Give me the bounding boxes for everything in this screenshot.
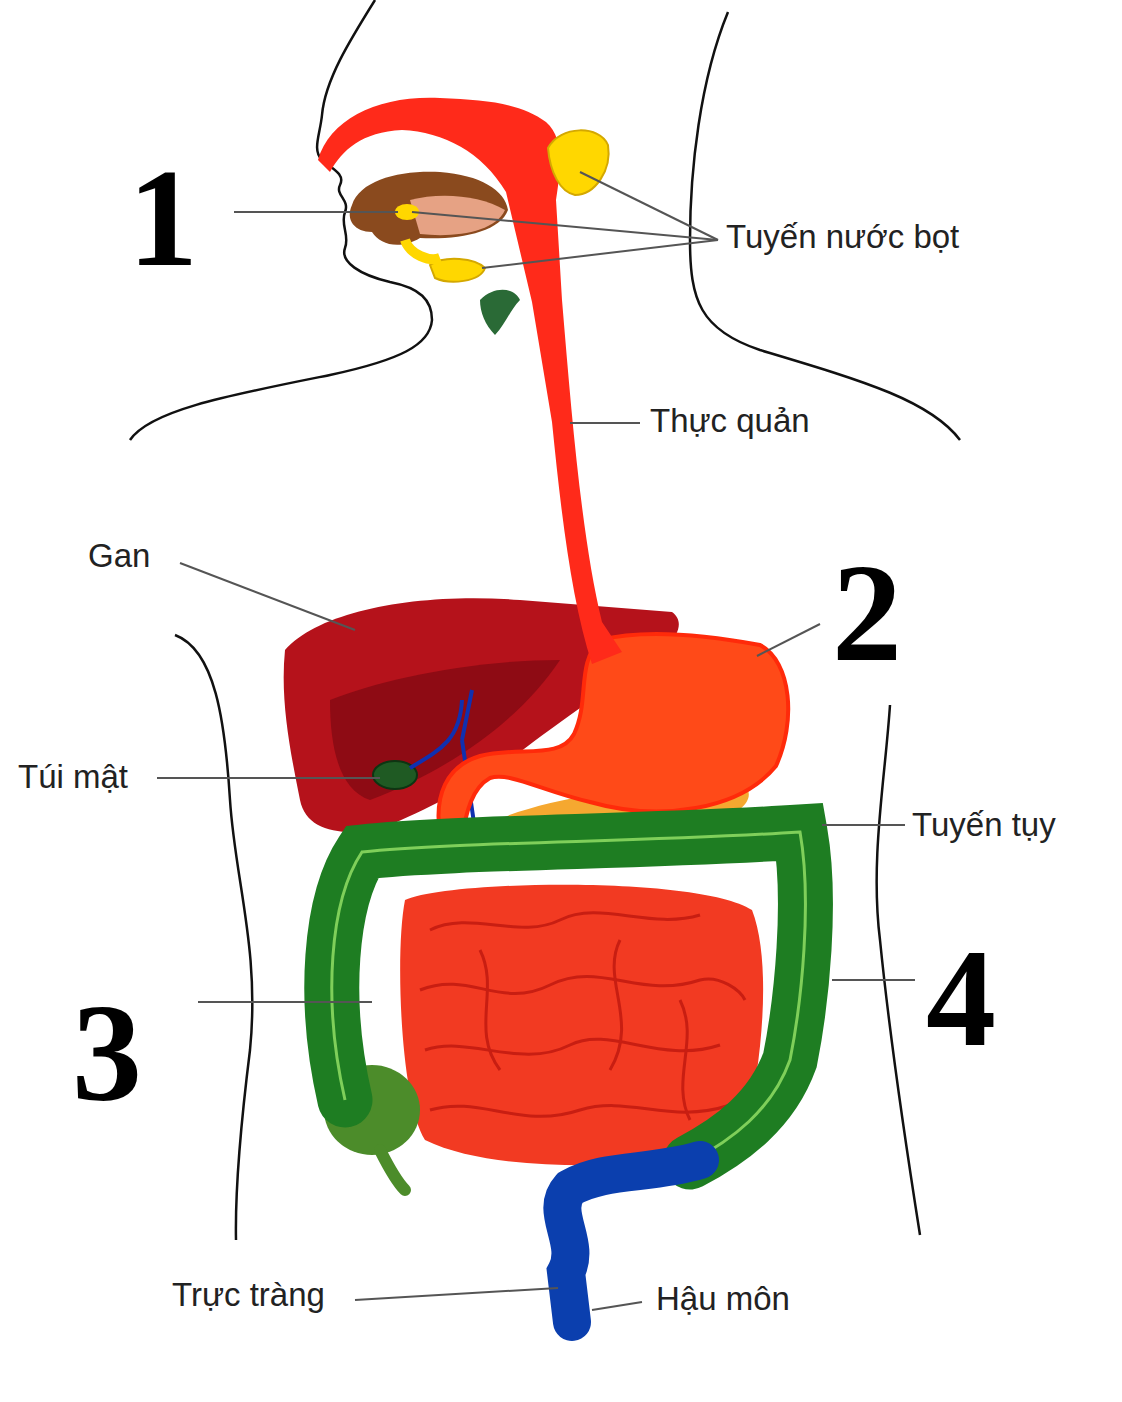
part-label: Tuyến tụy: [912, 806, 1056, 844]
organs: [284, 98, 806, 1322]
leader-lines: [157, 172, 915, 1310]
part-label: Gan: [88, 537, 150, 575]
part-label: Túi mật: [18, 758, 128, 796]
callout-number: 4: [926, 928, 996, 1068]
callout-number: 2: [832, 543, 902, 683]
part-label: Hậu môn: [656, 1280, 790, 1318]
body-outline: [130, 0, 960, 1240]
callout-number: 3: [72, 983, 142, 1123]
part-label: Trực tràng: [172, 1276, 325, 1314]
callout-number: 1: [128, 148, 198, 288]
part-label: Thực quản: [650, 402, 810, 440]
part-label: Tuyến nước bọt: [726, 218, 959, 256]
